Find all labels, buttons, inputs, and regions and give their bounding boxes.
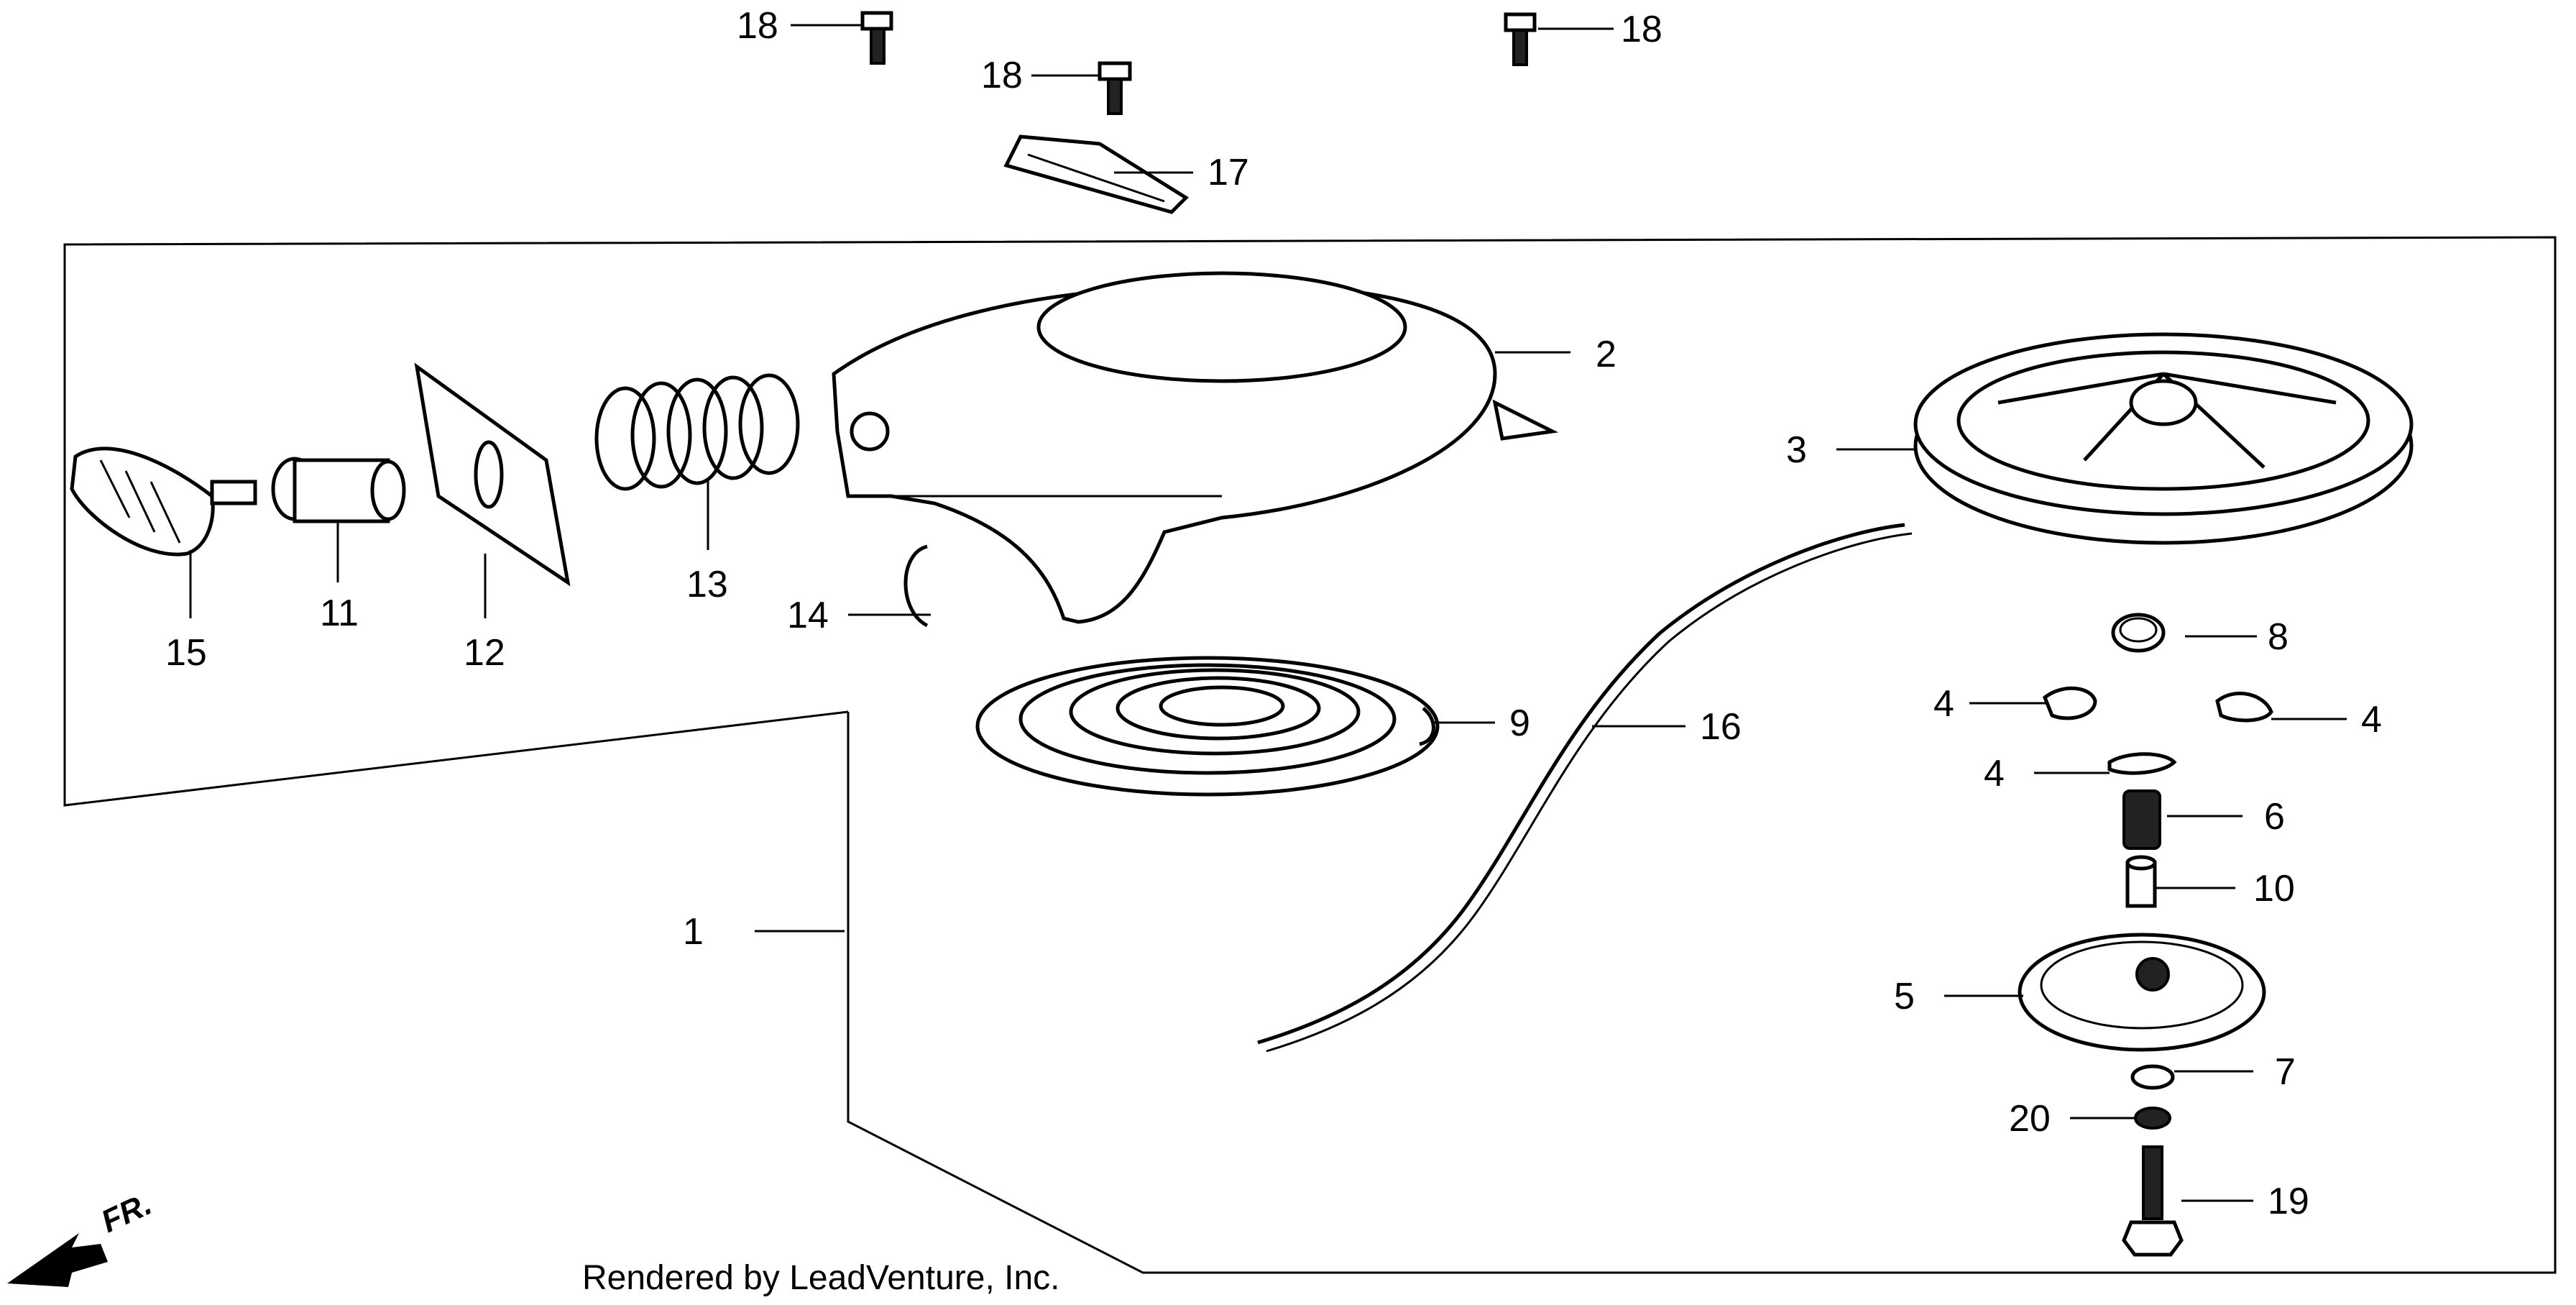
label-17: 17 [1208,152,1249,193]
starter-housing-2 [832,271,1559,624]
label-3: 3 [1786,429,1807,471]
label-20: 20 [2009,1098,2051,1140]
label-11: 11 [320,592,359,634]
label-18-left: 18 [737,5,778,47]
label-15: 15 [165,632,207,674]
label-2: 2 [1596,334,1616,375]
label-8: 8 [2268,616,2288,658]
label-9: 9 [1509,702,1530,744]
washer-20 [2134,1107,2171,1130]
label-7: 7 [2275,1051,2296,1093]
spring-13 [594,373,800,491]
plate-12 [414,362,571,587]
label-4-left: 4 [1933,683,1954,725]
starter-rope-16 [1257,523,1905,1045]
label-16: 16 [1700,706,1742,748]
label-plate-17 [1003,134,1189,214]
label-4-center: 4 [1984,753,2005,795]
label-1: 1 [683,911,704,953]
front-direction-arrow-icon: FR. [7,1186,157,1287]
spring-8 [2111,613,2166,653]
ratchet-4-right [2215,691,2273,723]
bolt-18-right [1504,12,1537,66]
washer-7 [2130,1064,2175,1090]
label-12: 12 [464,632,505,674]
collar-11 [271,457,406,523]
spring-6 [2122,789,2161,850]
label-13: 13 [686,564,728,605]
bolt-18-left [860,11,893,65]
label-10: 10 [2253,868,2295,910]
direction-marker-text: FR. [96,1186,157,1240]
ratchet-4-left [2042,686,2097,720]
label-18-right: 18 [1621,9,1662,50]
collar-10 [2125,855,2157,908]
label-6: 6 [2264,796,2285,838]
assembly-outline [63,236,2557,1274]
render-credit: Rendered by LeadVenture, Inc. [582,1259,1059,1297]
label-4-right: 4 [2361,699,2382,741]
label-14: 14 [787,595,829,636]
reel-3 [1913,332,2414,545]
bolt-19 [2122,1145,2184,1257]
leader-lines [189,24,2347,1202]
starter-knob-15 [70,447,257,557]
label-5: 5 [1894,976,1915,1017]
label-19: 19 [2268,1181,2309,1222]
label-18-middle: 18 [981,55,1023,96]
drive-plate-5 [2018,933,2266,1052]
clip-14 [903,544,929,628]
recoil-spring-9 [975,656,1440,797]
ratchet-4-center [2107,752,2177,775]
bolt-18-middle [1098,61,1132,115]
